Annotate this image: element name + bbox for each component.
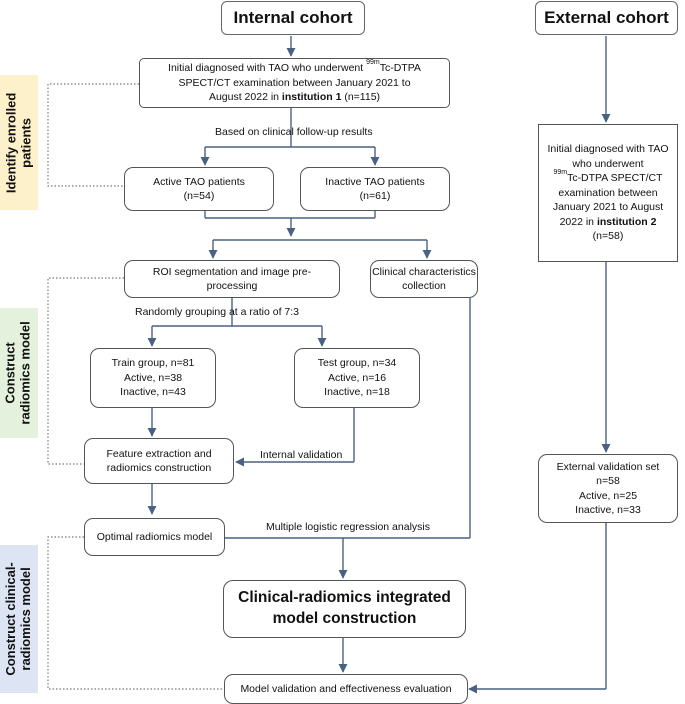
clinical-bracket [47,536,224,690]
followup-label: Based on clinical follow-up results [215,126,373,138]
radiomics-section-panel: Construct radiomics model [0,308,38,438]
integrated-model-box: Clinical-radiomics integrated model cons… [223,580,466,638]
inactive-patients-box: Inactive TAO patients (n=61) [300,167,450,211]
radiomics-bracket [47,277,124,465]
logistic-regression-label: Multiple logistic regression analysis [266,521,430,533]
active-patients-box: Active TAO patients (n=54) [124,167,274,211]
train-group-box: Train group, n=81 Active, n=38 Inactive,… [90,348,216,408]
roi-segmentation-box: ROI segmentation and image pre- processi… [124,260,340,298]
grouping-label: Randomly grouping at a ratio of 7:3 [135,306,300,318]
external-validation-box: External validation set n=58 Active, n=2… [538,454,678,523]
initial-external-box: Initial diagnosed with TAO who underwent… [538,124,678,262]
internal-cohort-header: Internal cohort [221,1,365,35]
clinical-characteristics-box: Clinical characteristics collection [370,260,478,298]
optimal-radiomics-box: Optimal radiomics model [84,518,225,556]
clinical-section-panel: Construct clinical- radiomics model [0,545,38,693]
initial-internal-box: Initial diagnosed with TAO who underwent… [139,58,450,108]
identify-bracket [47,83,139,187]
test-group-box: Test group, n=34 Active, n=16 Inactive, … [294,348,420,408]
model-validation-box: Model validation and effectiveness evalu… [224,674,468,704]
identify-section-panel: Identify enrolled patients [0,75,38,210]
internal-validation-label: Internal validation [260,449,343,461]
feature-extraction-box: Feature extraction and radiomics constru… [84,438,234,484]
external-cohort-header: External cohort [535,1,678,35]
